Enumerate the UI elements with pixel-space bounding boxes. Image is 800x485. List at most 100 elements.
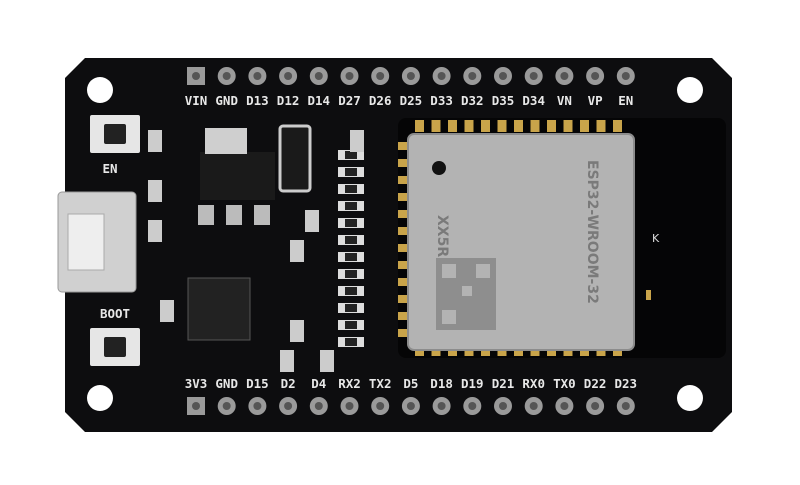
pin-label: D22 xyxy=(584,376,607,391)
pin-label: D4 xyxy=(311,376,326,391)
smd-capacitor xyxy=(305,210,319,232)
smd-body xyxy=(345,270,357,278)
pin-label: VN xyxy=(557,93,572,108)
module-pad xyxy=(398,227,408,235)
module-pad xyxy=(398,142,408,150)
module-pad xyxy=(481,120,490,132)
smd-capacitor xyxy=(290,320,304,342)
smd-body xyxy=(345,253,357,261)
pin-hole xyxy=(376,402,385,410)
smd-body xyxy=(345,151,357,159)
pin-label: GND xyxy=(215,93,238,108)
pin-label: D35 xyxy=(492,93,515,108)
module-pad xyxy=(398,312,408,320)
pin-label: D34 xyxy=(522,93,545,108)
smd-capacitor xyxy=(148,180,162,202)
smd-capacitor xyxy=(148,220,162,242)
pin-label: D33 xyxy=(430,93,453,108)
pin-label: 3V3 xyxy=(185,376,208,391)
smd-body xyxy=(345,338,357,346)
module-pad xyxy=(563,120,573,132)
pin-hole xyxy=(529,72,538,80)
pin-hole xyxy=(345,402,354,410)
smd-body xyxy=(345,304,357,312)
micro-usb-port[interactable] xyxy=(57,191,137,293)
module-pad xyxy=(514,120,523,132)
antenna-mark: K xyxy=(652,232,660,245)
smd-body xyxy=(345,321,357,329)
pin-hole xyxy=(529,402,538,410)
pin-hole xyxy=(406,402,415,410)
pin-label: D5 xyxy=(403,376,418,391)
voltage-regulator xyxy=(198,128,275,225)
module-pad xyxy=(398,261,408,269)
pin-hole xyxy=(591,72,600,80)
pin-label: D15 xyxy=(246,376,269,391)
usb-uart-chip xyxy=(187,277,251,341)
pin-label: D23 xyxy=(615,376,638,391)
pin-label: VIN xyxy=(185,93,208,108)
module-pad xyxy=(530,120,540,132)
module-pad xyxy=(398,159,408,167)
pin-label: RX2 xyxy=(338,376,361,391)
smd-capacitor xyxy=(148,130,162,152)
pin-hole xyxy=(253,402,262,410)
module-pad xyxy=(398,244,408,252)
pin-hole xyxy=(468,402,477,410)
pin-hole xyxy=(560,72,569,80)
smd-body xyxy=(345,287,357,295)
pin-hole xyxy=(437,402,446,410)
qr-code xyxy=(436,258,496,330)
pin-label: D13 xyxy=(246,93,269,108)
module-pad xyxy=(431,120,441,132)
module-pad xyxy=(398,193,408,201)
smd-capacitor xyxy=(160,300,174,322)
pin-label: D12 xyxy=(277,93,300,108)
smd-body xyxy=(345,185,357,193)
module-pad xyxy=(398,329,408,337)
pin-label: D19 xyxy=(461,376,484,391)
module-pad xyxy=(398,210,408,218)
pin-hole xyxy=(345,72,354,80)
pin-hole xyxy=(437,72,446,80)
pin-label: VP xyxy=(588,93,603,108)
boot-button-label: BOOT xyxy=(100,306,130,321)
boot-button[interactable] xyxy=(90,328,140,366)
module-pad xyxy=(448,120,457,132)
pin-hole xyxy=(621,402,630,410)
pin-hole xyxy=(314,402,323,410)
module-pad xyxy=(464,120,474,132)
en-button-label: EN xyxy=(102,161,117,176)
module-pad xyxy=(497,120,507,132)
smd-capacitor xyxy=(320,350,334,372)
smd-body xyxy=(345,219,357,227)
pin-label: RX0 xyxy=(522,376,545,391)
mounting-holes xyxy=(87,77,703,411)
diode xyxy=(278,124,312,193)
pin-hole xyxy=(406,72,415,80)
module-pad xyxy=(398,295,408,303)
pin-hole xyxy=(253,72,262,80)
module-pad xyxy=(415,120,424,132)
pin-hole xyxy=(222,72,231,80)
smd-body xyxy=(345,202,357,210)
pin-hole xyxy=(192,402,200,410)
bottom-pin-header xyxy=(187,397,635,415)
pin-label: D32 xyxy=(461,93,484,108)
en-button[interactable] xyxy=(90,115,140,153)
pin-label: GND xyxy=(215,376,238,391)
smd-components xyxy=(148,130,364,372)
pin-label: D21 xyxy=(492,376,515,391)
module-label: ESP32-WROOM-32 xyxy=(584,160,600,304)
pin-label: EN xyxy=(618,93,633,108)
pin-label: D2 xyxy=(281,376,296,391)
pin-label: D25 xyxy=(400,93,423,108)
module-pad xyxy=(547,120,556,132)
pin-hole xyxy=(376,72,385,80)
pin-hole xyxy=(192,72,200,80)
smd-capacitor xyxy=(280,350,294,372)
module-pad xyxy=(596,120,606,132)
pin-label: D14 xyxy=(308,93,331,108)
